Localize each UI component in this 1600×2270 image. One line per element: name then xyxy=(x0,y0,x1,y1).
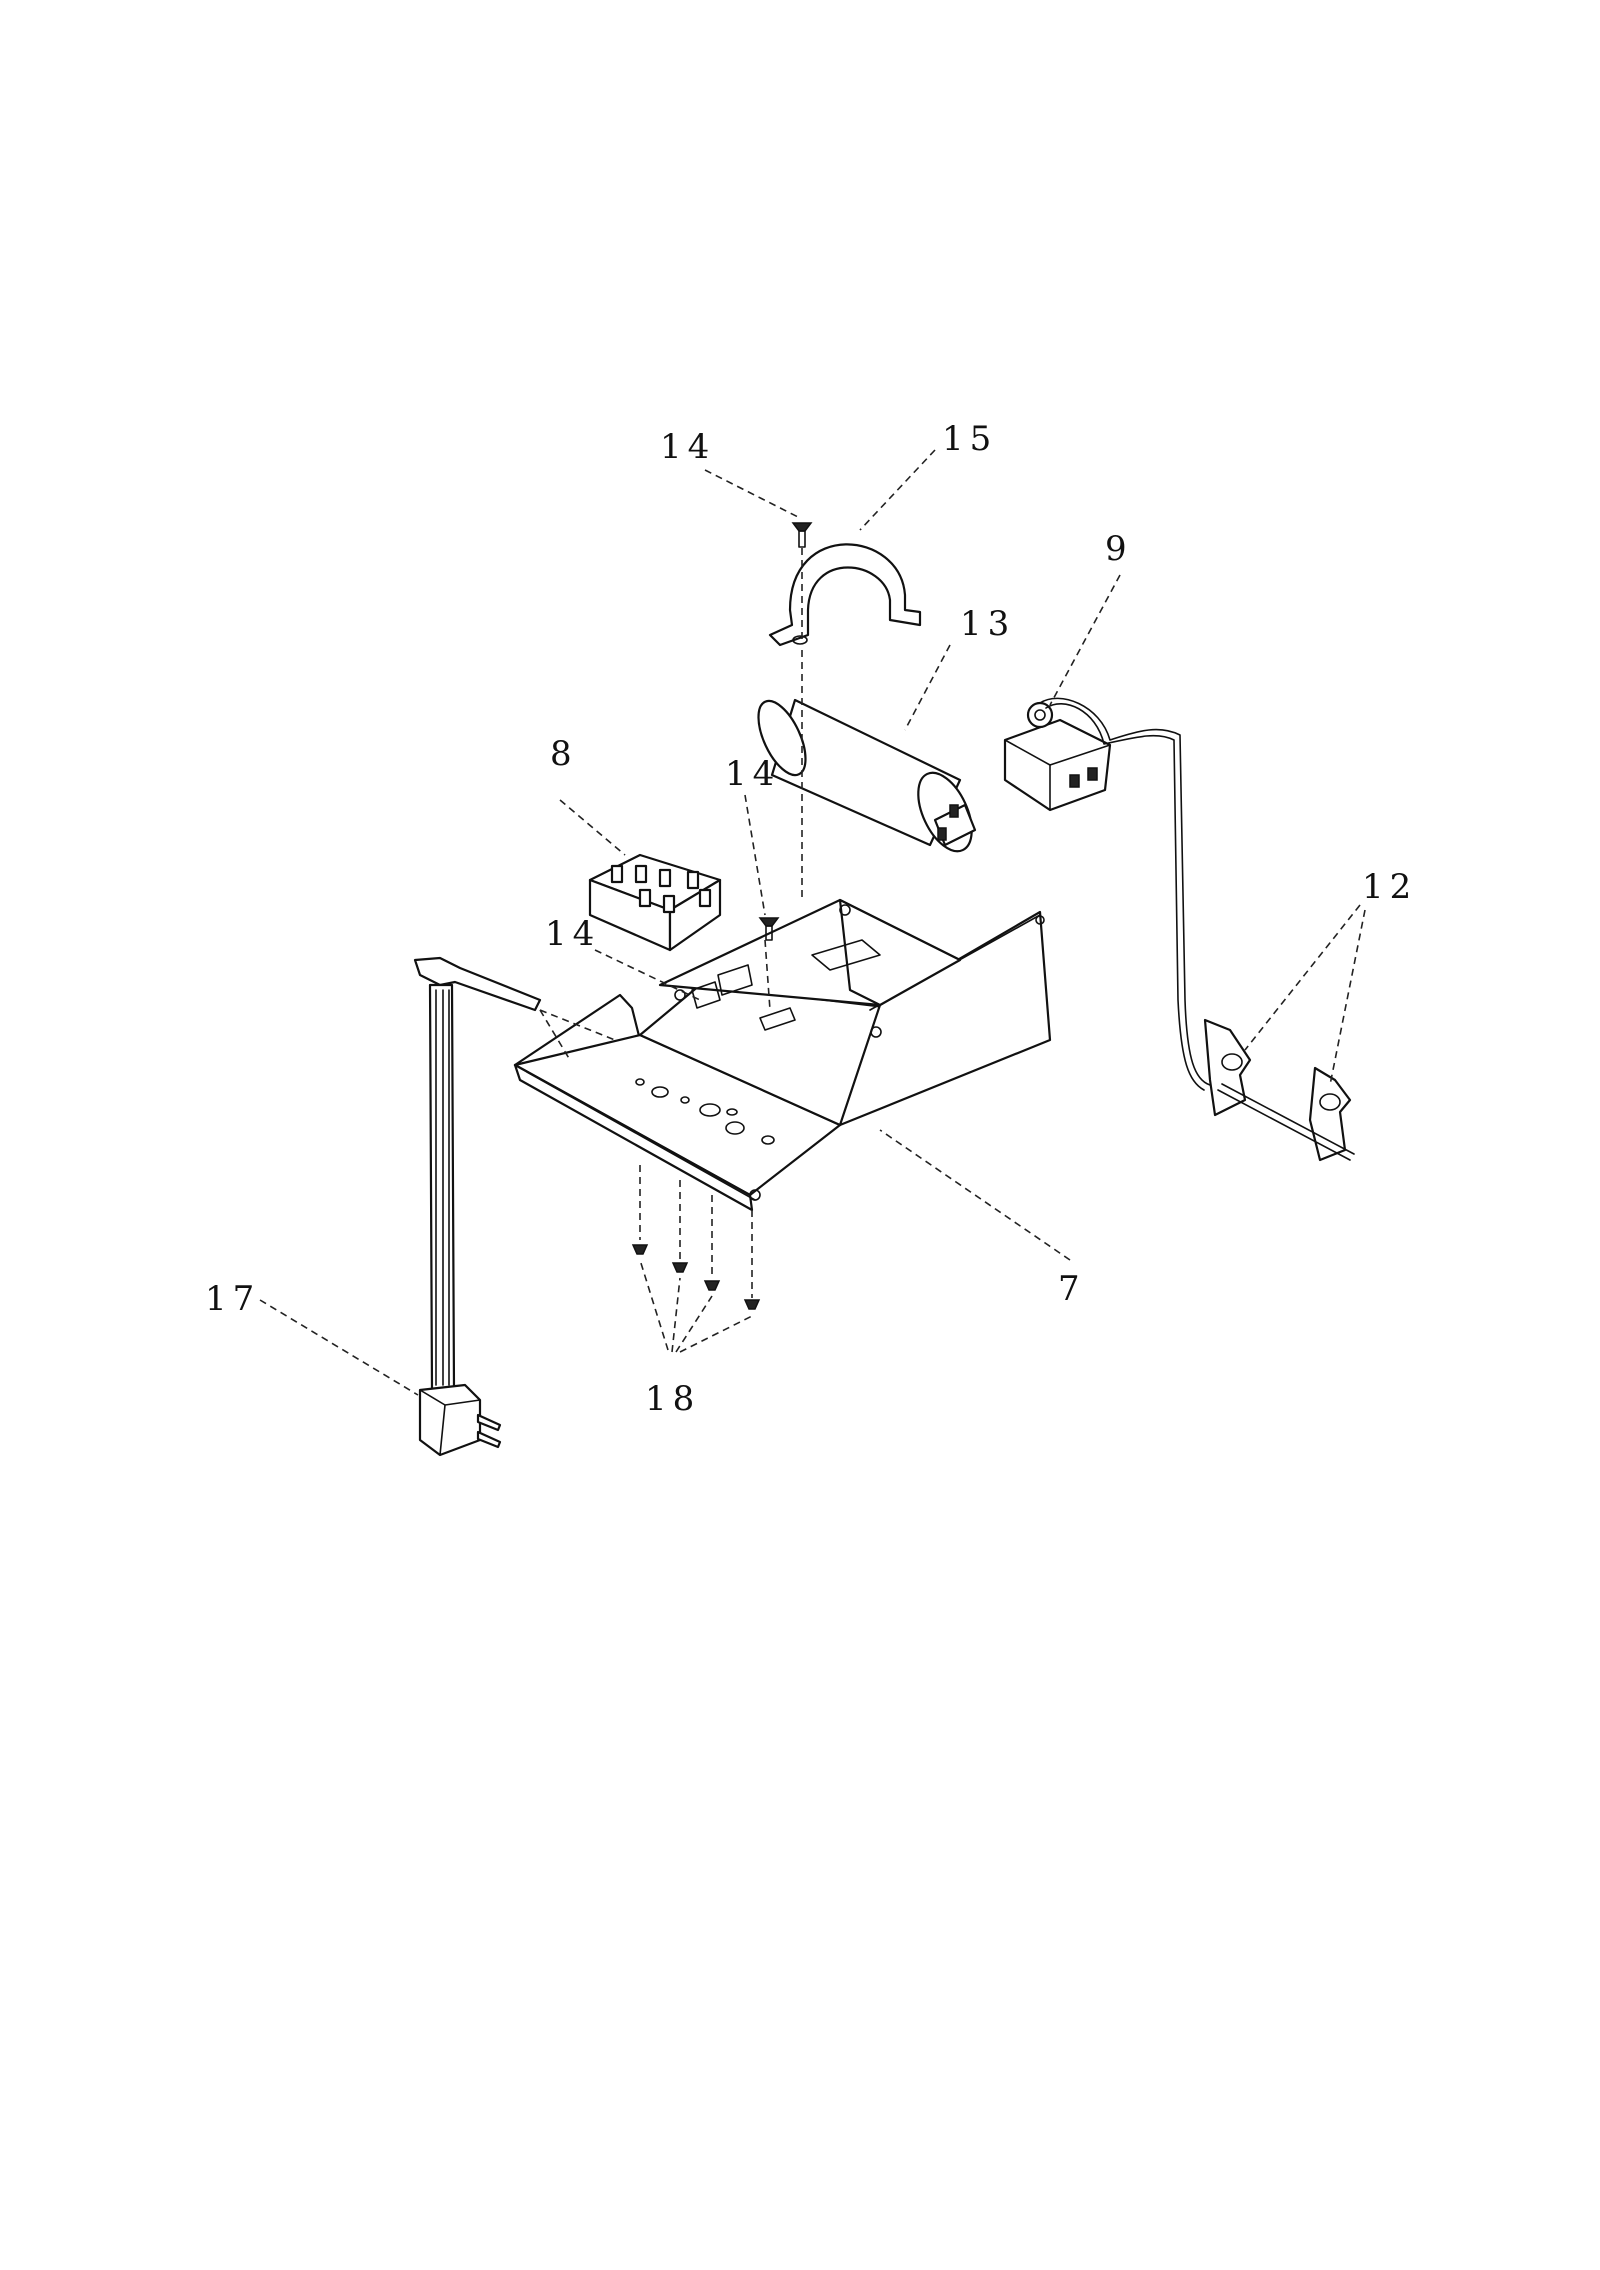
leader-lines xyxy=(259,449,1366,1396)
callout-18: 18 xyxy=(645,1379,700,1419)
callout-labels: 14 15 9 13 8 14 14 12 17 7 18 xyxy=(205,419,1417,1419)
callout-7: 7 xyxy=(1058,1269,1086,1309)
screws-part-18 xyxy=(631,1244,761,1310)
callout-14-mid: 14 xyxy=(725,754,780,794)
callout-8: 8 xyxy=(550,734,578,774)
screw-part-14-top xyxy=(791,522,813,548)
callout-17: 17 xyxy=(205,1279,260,1319)
callout-9: 9 xyxy=(1105,529,1133,569)
power-cord-part-17 xyxy=(413,956,542,1457)
screw-part-14-mid xyxy=(758,917,780,941)
callout-14-left: 14 xyxy=(545,914,600,954)
relay-part-8 xyxy=(588,853,722,952)
base-tray-part-7 xyxy=(513,898,1052,1212)
callout-15: 15 xyxy=(942,419,997,459)
capacitor-part-13 xyxy=(757,698,977,853)
fan-motor-part-9 xyxy=(1003,701,1112,812)
thermostat-assembly-part-12 xyxy=(1039,697,1355,1162)
callout-14-top: 14 xyxy=(660,427,715,467)
capacitor-clamp-part-15 xyxy=(768,543,922,647)
callout-12: 12 xyxy=(1362,867,1417,907)
callout-13: 13 xyxy=(960,604,1015,644)
